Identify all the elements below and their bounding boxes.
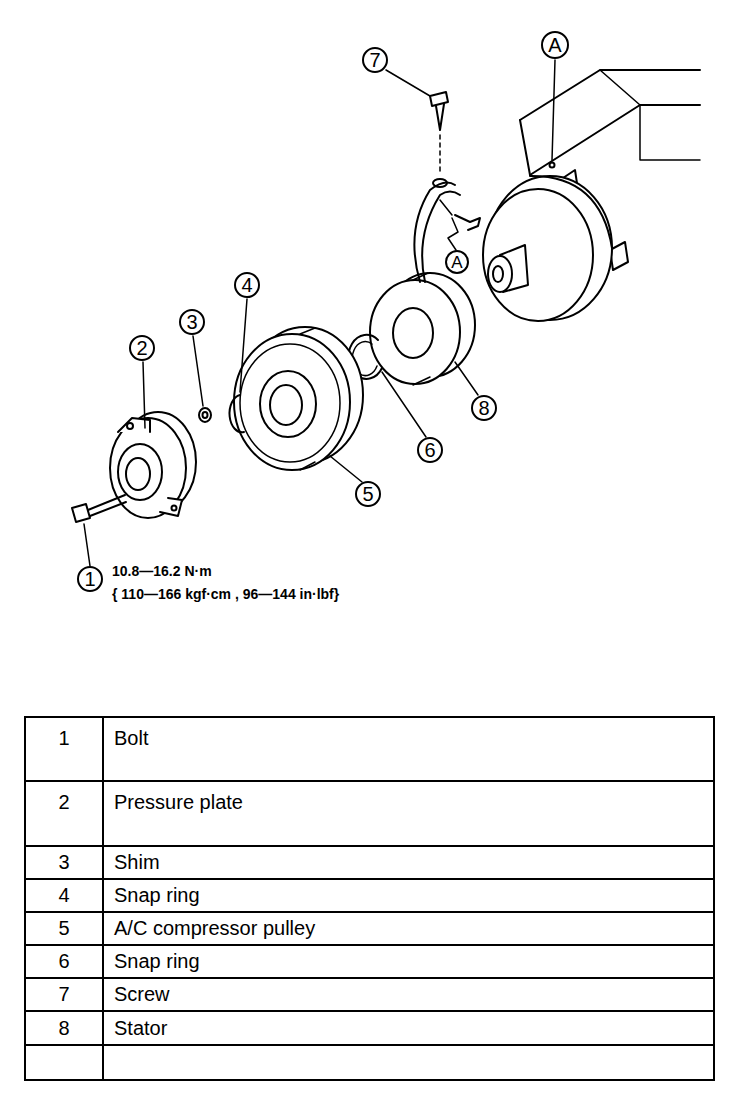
callout-number: 2 (129, 335, 155, 361)
table-number: 8 (58, 1017, 69, 1040)
callout-number: 7 (362, 47, 388, 73)
callout-number: 5 (355, 481, 381, 507)
callout-number: 3 (179, 309, 205, 335)
callout-number: A (445, 250, 469, 274)
table-part-name: Snap ring (114, 950, 200, 973)
torque-spec: { 110—166 kgf·cm , 96—144 in·lbf} (112, 586, 339, 602)
table-number: 1 (58, 727, 69, 750)
table-part-name: Bolt (114, 727, 148, 750)
torque-spec: 10.8—16.2 N·m (112, 563, 212, 579)
table-part-name: Pressure plate (114, 791, 243, 814)
table-part-name: Screw (114, 983, 170, 1006)
callout-number: 8 (471, 395, 497, 421)
table-number: 7 (58, 983, 69, 1006)
table-number: 2 (58, 791, 69, 814)
callout-number: 6 (417, 437, 443, 463)
callout-number: A (541, 31, 569, 59)
table-number: 3 (58, 851, 69, 874)
table-part-name: Stator (114, 1017, 167, 1040)
table-number: 4 (58, 884, 69, 907)
callout-number: 4 (234, 272, 260, 298)
table-part-name: Shim (114, 851, 160, 874)
table-part-name: A/C compressor pulley (114, 917, 315, 940)
table-number: 5 (58, 917, 69, 940)
table-part-name: Snap ring (114, 884, 200, 907)
table-number: 6 (58, 950, 69, 973)
callout-number: 1 (77, 566, 103, 592)
